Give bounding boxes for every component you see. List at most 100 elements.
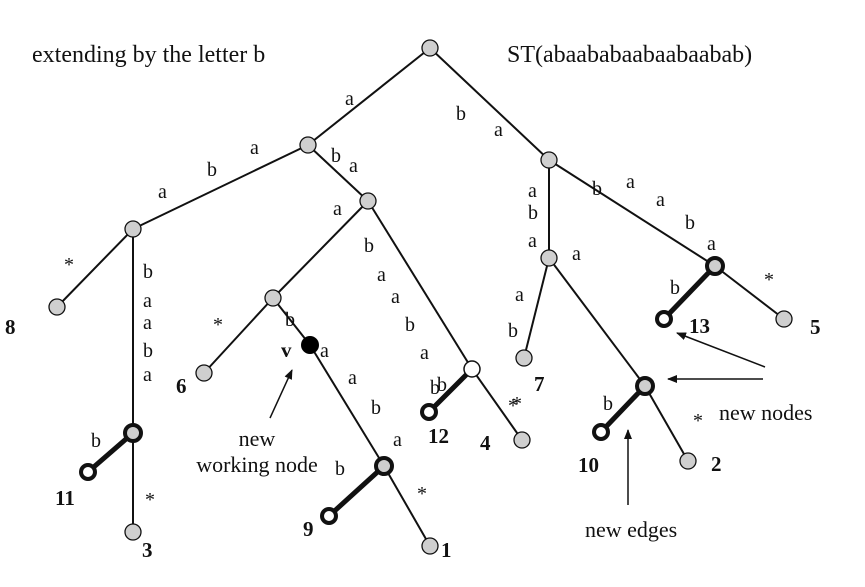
leaf-number-10: 10	[578, 453, 599, 477]
leaf-number-11: 11	[55, 486, 75, 510]
tree-edges	[56, 47, 785, 547]
new-nodes-label: new nodes	[719, 400, 812, 425]
edge-label-n1-right-0: b	[331, 145, 341, 167]
arrow-working-node	[269, 369, 293, 419]
new-edge-9	[326, 463, 387, 519]
new-node-n10	[635, 376, 655, 396]
edge-label-v-down-3: a	[393, 429, 402, 451]
leaf-number-1: 1	[441, 538, 452, 562]
new-leaf-11	[79, 463, 97, 481]
edge-label-l2-down-2: a	[143, 312, 152, 334]
new-leaf-10	[592, 423, 610, 441]
leaf-5	[775, 310, 793, 328]
edge-label-l2-down-3: b	[143, 340, 153, 362]
edge-r4-right	[367, 200, 473, 370]
edge-label-n9-star-0: *	[417, 483, 427, 505]
edge-label-n1-left-2: a	[250, 137, 259, 159]
leaf-number-13: 13	[689, 314, 710, 338]
diagram-caption: extending by the letter b	[32, 42, 265, 68]
edge-label-n9-new-0: b	[335, 458, 345, 480]
edge-label-r3-left-1: b	[528, 202, 538, 224]
node-r1	[540, 151, 558, 169]
edge-r2-down	[523, 257, 550, 359]
new-edge-12	[426, 366, 475, 415]
edge-label-root-left-0: a	[345, 88, 354, 110]
new-node-n9	[374, 456, 394, 476]
leaf-number-6: 6	[176, 374, 187, 398]
new-leaf-13	[655, 310, 673, 328]
leaf-number-4: 4	[480, 431, 491, 455]
edge-label-l2-down-4: a	[143, 364, 152, 386]
edge-n13-star	[714, 265, 785, 320]
edge-label-l2-star-0: *	[64, 254, 74, 276]
edge-n1-right	[307, 144, 369, 202]
edge-l2-star	[56, 228, 134, 308]
edge-label-l2-down-1: a	[143, 290, 152, 312]
leaf-4	[513, 431, 531, 449]
edge-label-r1-right-3: b	[685, 212, 695, 234]
new-nodes	[123, 256, 725, 476]
edge-label-v-down-0: a	[320, 340, 329, 362]
edge-label-r3-left-0: a	[528, 180, 537, 202]
edge-label-n10-star-0: *	[693, 410, 703, 432]
edge-label-n12-new-0: b	[430, 377, 440, 399]
leaf-3	[124, 523, 142, 541]
leaf-8	[48, 298, 66, 316]
edge-label-n6-left-0: *	[213, 314, 223, 336]
new-working-node-line1: new	[239, 426, 276, 451]
edge-label-r4-right-1: a	[377, 264, 386, 286]
edge-label-n13-star-0: *	[764, 269, 774, 291]
tree-name: ST(abaababaabaabaabab)	[507, 42, 752, 68]
edge-label-r1-left-0: a	[528, 230, 537, 252]
edge-r4-left	[272, 200, 369, 299]
leaf-number-12: 12	[428, 424, 449, 448]
edge-label-n6-down-0: b	[285, 309, 295, 331]
edge-root-right	[429, 47, 550, 161]
nodes	[48, 39, 793, 555]
working-node-v	[301, 336, 319, 354]
node-r3	[540, 249, 558, 267]
edge-n6-left	[203, 297, 274, 374]
new-leaf-9	[320, 507, 338, 525]
edge-label-r4-right-3: b	[405, 314, 415, 336]
new-leaf-12	[420, 403, 438, 421]
edge-n9-star	[383, 465, 431, 547]
edge-label-r2-down-0: a	[515, 284, 524, 306]
edge-root-left	[307, 47, 431, 146]
leaf-2	[679, 452, 697, 470]
leaf-6	[195, 364, 213, 382]
leaf-number-2: 2	[711, 452, 722, 476]
edge-label-r1-right-2: a	[656, 189, 665, 211]
edge-label-r1-right-0: b	[592, 178, 602, 200]
leaf-number-9: 9	[303, 517, 314, 541]
edge-label-n5-down-0: b	[437, 374, 447, 396]
new-edge-10	[598, 383, 648, 435]
edge-label-n12-star-0: *	[512, 393, 522, 415]
node-root	[421, 39, 439, 57]
edge-n6-down	[272, 297, 311, 346]
arrow-new-node-13	[676, 332, 766, 368]
node-r4	[359, 192, 377, 210]
new-node-n13	[705, 256, 725, 276]
edge-n1-left	[132, 144, 309, 230]
leaf-numbers: 8 11 3 6 9 1 12 4 7 10 2 13 5	[5, 314, 821, 562]
new-leaves	[79, 310, 673, 525]
annotation-arrows	[269, 332, 766, 505]
edge-label-root-right-1: a	[494, 119, 503, 141]
new-edge-13	[661, 263, 718, 322]
edge-n10-star	[644, 385, 689, 462]
edge-label-n1-right-1: a	[349, 155, 358, 177]
edge-label-n13-new-0: b	[670, 277, 680, 299]
leaf-7	[515, 349, 533, 367]
edge-label-r3-down-b-0: b	[508, 320, 518, 342]
edge-label-r3-down-a-0: a	[572, 243, 581, 265]
leaf-1	[421, 537, 439, 555]
new-node-n11	[123, 423, 143, 443]
edge-label-v-down-2: b	[371, 397, 381, 419]
node-n1	[299, 136, 317, 154]
node-n2	[124, 220, 142, 238]
edge-label-v-down-1: a	[348, 367, 357, 389]
